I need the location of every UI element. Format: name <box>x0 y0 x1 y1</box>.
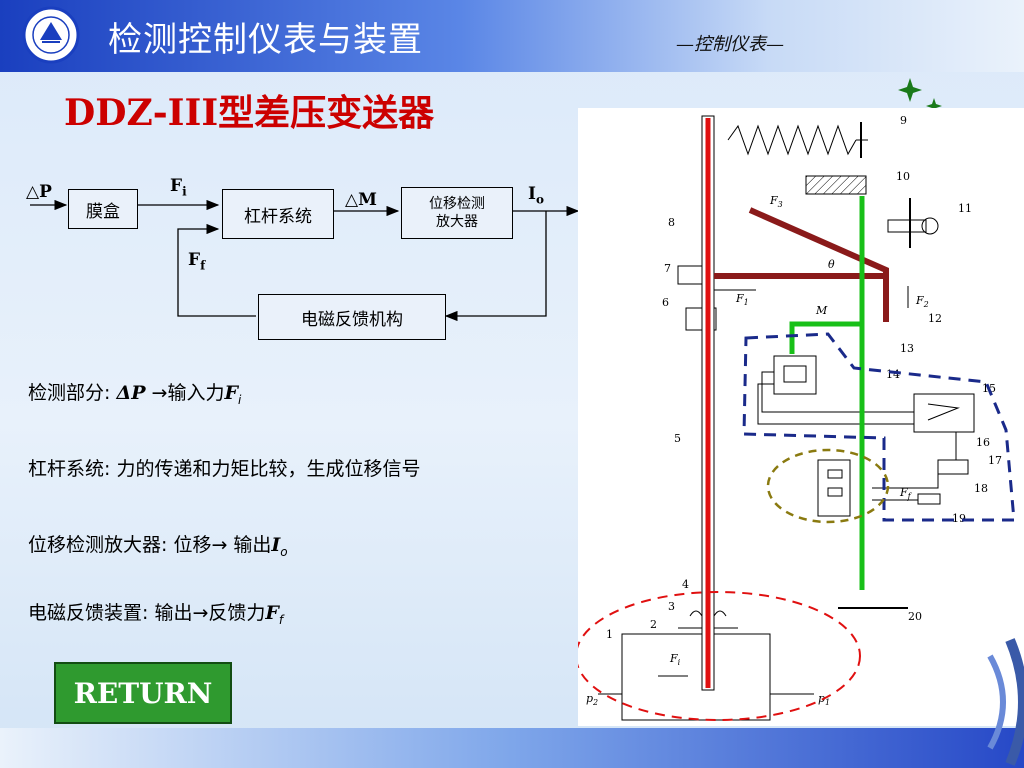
globe-decoration-icon <box>987 638 1024 766</box>
svg-text:14: 14 <box>886 368 900 381</box>
description-amplifier: 位移检测放大器: 位移→ 输出Io <box>28 534 288 559</box>
ff-label: Ff <box>188 250 206 273</box>
detector-highlight <box>742 332 1016 522</box>
header-subtitle: —控制仪表— <box>676 34 784 55</box>
svg-text:12: 12 <box>928 312 942 325</box>
svg-text:M: M <box>815 304 828 317</box>
header-title: 检测控制仪表与装置 <box>108 20 423 60</box>
svg-text:10: 10 <box>896 170 910 183</box>
svg-text:11: 11 <box>958 202 972 215</box>
description-lever: 杠杆系统: 力的传递和力矩比较，生成位移信号 <box>28 458 421 480</box>
header-bar: 检测控制仪表与装置 —控制仪表— <box>0 0 1024 72</box>
svg-text:4: 4 <box>682 578 689 591</box>
amplifier-line1: 位移检测 <box>429 196 485 212</box>
transmitter-mechanism-diagram: 9 10 11 12 13 14 15 16 17 18 19 20 8 7 6… <box>578 108 1024 726</box>
svg-text:13: 13 <box>900 342 914 355</box>
university-seal-icon <box>22 6 80 64</box>
svg-text:9: 9 <box>900 114 907 127</box>
return-button[interactable]: RETURN <box>54 662 232 724</box>
amplifier-line2: 放大器 <box>436 214 478 230</box>
description-detection: 检测部分: ΔP →输入力Fi <box>28 382 242 407</box>
em-feedback-box: 电磁反馈机构 <box>258 294 446 340</box>
fi-label: Fi <box>170 176 187 199</box>
svg-text:16: 16 <box>976 436 990 449</box>
svg-text:3: 3 <box>668 600 675 613</box>
lever-system-box: 杠杆系统 <box>222 189 334 239</box>
feedback-highlight <box>766 448 890 524</box>
description-feedback: 电磁反馈装置: 输出→反馈力Ff <box>28 602 284 627</box>
svg-text:8: 8 <box>668 216 675 229</box>
svg-text:1: 1 <box>606 628 613 641</box>
main-title: DDZ-III型差压变送器 <box>64 92 435 134</box>
footer-bar <box>0 728 1024 768</box>
range-spring <box>727 124 857 156</box>
io-label: Io <box>528 184 544 207</box>
svg-text:θ: θ <box>828 258 835 271</box>
svg-text:Fi: Fi <box>669 652 681 667</box>
svg-text:6: 6 <box>662 296 669 309</box>
svg-text:5: 5 <box>674 432 681 445</box>
svg-text:20: 20 <box>908 610 922 623</box>
svg-text:17: 17 <box>988 454 1002 467</box>
star-decoration-icon <box>898 78 942 112</box>
svg-text:7: 7 <box>664 262 671 275</box>
displacement-amplifier-box: 位移检测 放大器 <box>401 187 513 239</box>
svg-text:18: 18 <box>974 482 988 495</box>
svg-text:2: 2 <box>650 618 657 631</box>
delta-p-label: △P <box>26 182 52 202</box>
delta-m-label: △M <box>345 190 377 210</box>
capsule-box: 膜盒 <box>68 189 138 229</box>
svg-text:19: 19 <box>952 512 966 525</box>
inclined-lever <box>748 207 889 322</box>
capsule-highlight <box>578 591 861 721</box>
